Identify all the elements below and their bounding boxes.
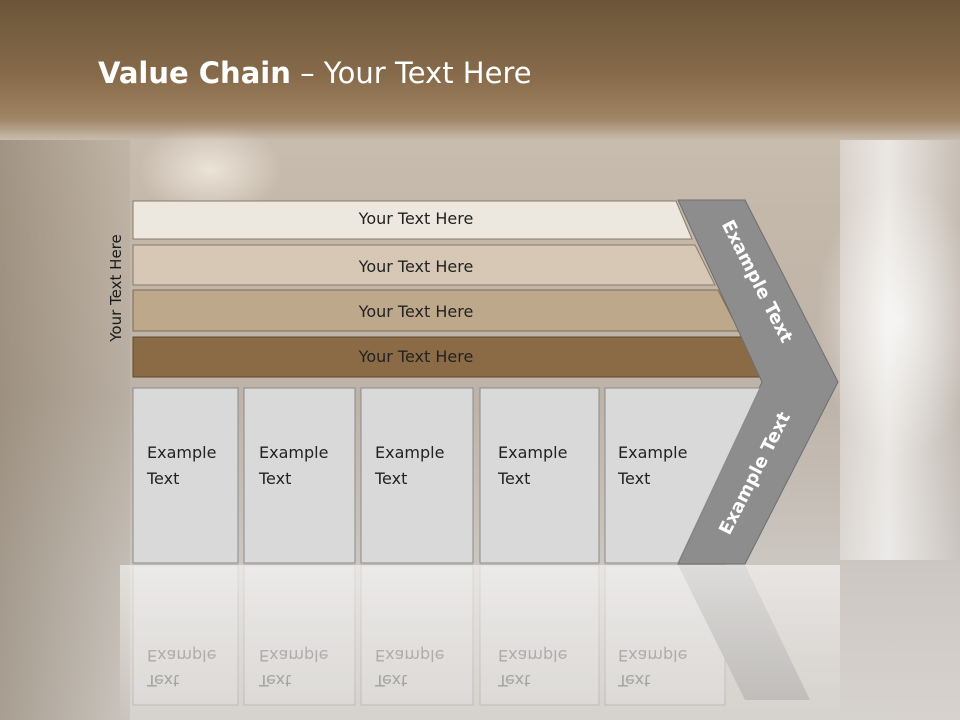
box-3 — [360, 387, 474, 564]
bar-2-label: Your Text Here — [358, 257, 474, 276]
box-5-text: Example Text — [618, 440, 687, 492]
box-3-text: Example Text — [375, 440, 444, 492]
box-5 — [604, 387, 761, 564]
box-1-line2: Text — [147, 469, 180, 488]
box-3-line1: Example — [375, 443, 445, 462]
chevron-arrow — [677, 199, 839, 565]
bar-1 — [132, 200, 693, 240]
background-highlight — [840, 140, 960, 560]
box-2 — [243, 387, 356, 564]
box-4-line1: Example — [498, 443, 568, 462]
box-4-text: Example Text — [498, 440, 567, 492]
bar-2 — [132, 244, 716, 286]
page-title: Value Chain – Your Text Here — [98, 56, 532, 90]
box-5-line1: Example — [618, 443, 688, 462]
bar-1-label: Your Text Here — [358, 209, 474, 228]
box-1-text: Example Text — [147, 440, 216, 492]
box-2-text: Example Text — [259, 440, 328, 492]
box-3-line2: Text — [375, 469, 408, 488]
background-shade — [0, 140, 130, 720]
box-1-line1: Example — [147, 443, 217, 462]
bar-3-label: Your Text Here — [358, 302, 474, 321]
title-band — [0, 0, 960, 140]
reflection-fade — [120, 565, 840, 720]
box-5-line2: Text — [618, 469, 651, 488]
title-bold: Value Chain — [98, 56, 291, 90]
box-2-line2: Text — [259, 469, 292, 488]
box-4 — [479, 387, 600, 564]
box-2-line1: Example — [259, 443, 329, 462]
box-1 — [132, 387, 239, 564]
box-4-line2: Text — [498, 469, 531, 488]
bar-4-label: Your Text Here — [358, 347, 474, 366]
title-rest: – Your Text Here — [290, 56, 532, 90]
